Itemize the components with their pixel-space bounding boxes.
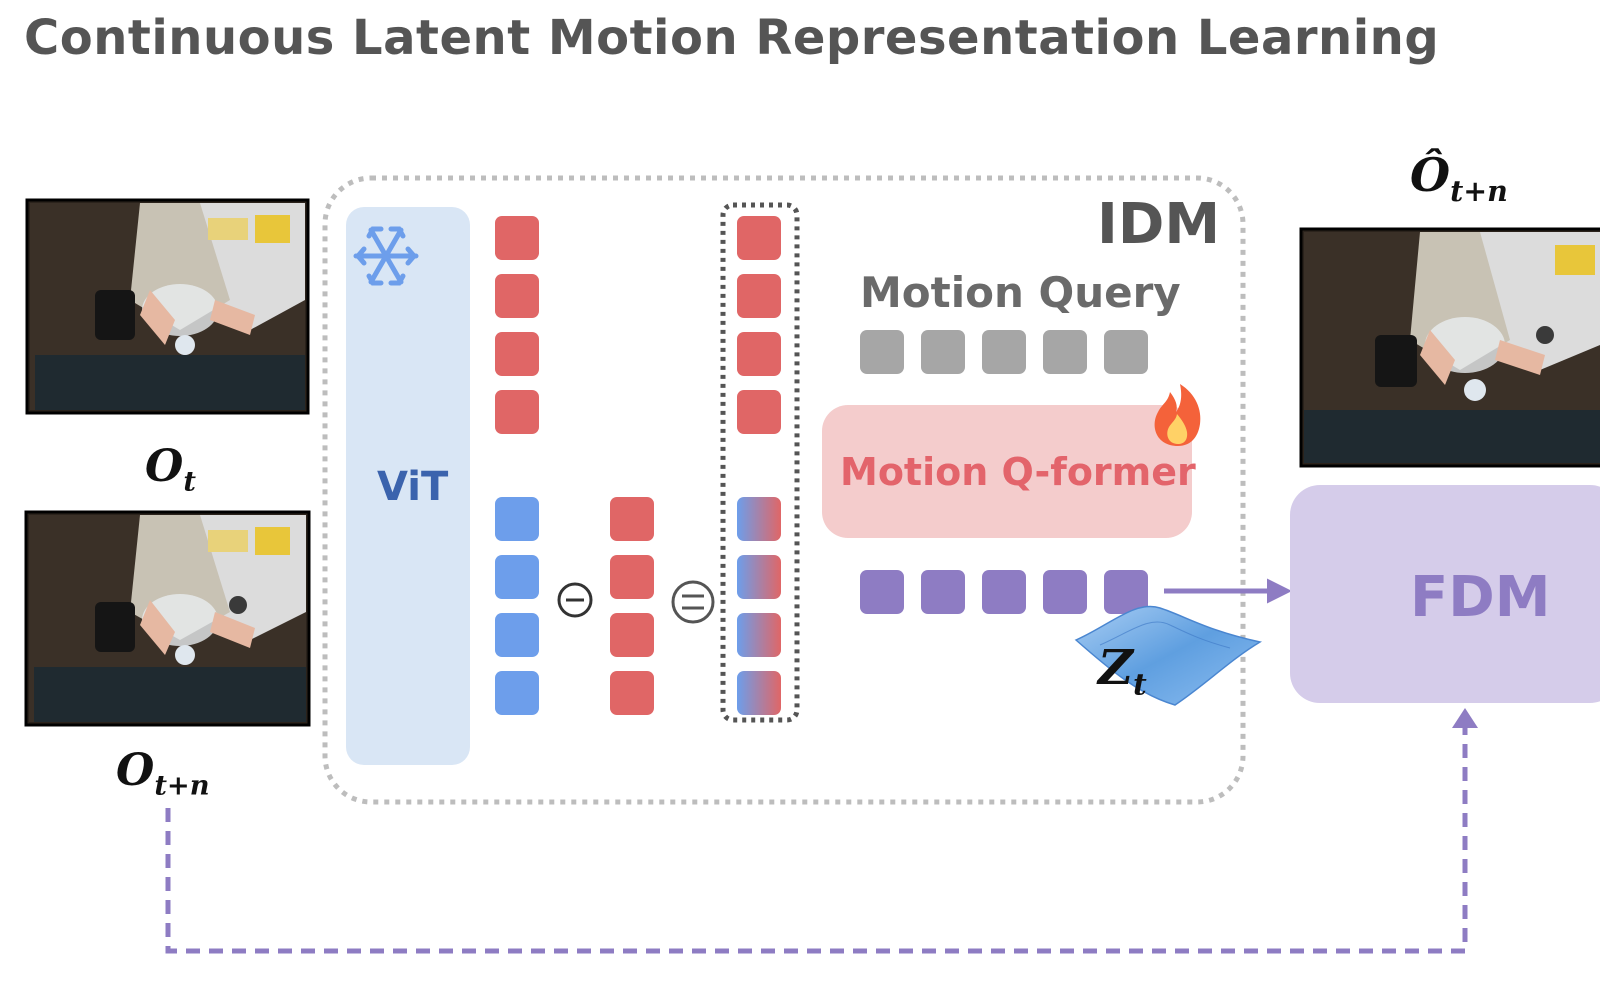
mixed-token [737, 555, 781, 599]
page-title: Continuous Latent Motion Representation … [24, 10, 1440, 66]
frame-current-subscript: t [183, 465, 196, 498]
query-token [982, 330, 1026, 374]
frame-predicted-label: Ôt+n [1410, 148, 1508, 208]
latent-token [982, 570, 1026, 614]
dashed-arrowhead [1452, 708, 1478, 728]
idm-container [322, 175, 1246, 805]
latent-token [921, 570, 965, 614]
red-token [737, 274, 781, 318]
red-token [495, 216, 539, 260]
blue-token [495, 613, 539, 657]
blue-token [495, 555, 539, 599]
red-token [737, 216, 781, 260]
fdm-block [1290, 485, 1600, 703]
concatenated-token-group [720, 202, 800, 723]
red-token [495, 332, 539, 376]
red-token [610, 613, 654, 657]
fdm-label: FDM [1410, 565, 1551, 630]
blue-token [495, 671, 539, 715]
blue-token [495, 497, 539, 541]
vit-block [346, 207, 470, 765]
latent-token [1043, 570, 1087, 614]
frame-current-symbol: O [145, 441, 184, 492]
red-token [610, 497, 654, 541]
mixed-token [737, 671, 781, 715]
vit-label: ViT [377, 464, 449, 510]
red-token [737, 390, 781, 434]
dashed-path-future-to-fdm [165, 728, 1468, 954]
latent-surface-icon [1074, 605, 1263, 706]
vit-output-tokens-current [495, 216, 539, 434]
frame-future-label: Ot+n [116, 745, 210, 802]
latent-symbol: Z [1098, 640, 1134, 696]
frame-predicted-symbol: Ô [1410, 148, 1451, 202]
query-token [1043, 330, 1087, 374]
motion-qformer-block [822, 405, 1192, 538]
concatenated-tokens [737, 216, 781, 715]
red-token [610, 671, 654, 715]
snowflake-icon [353, 226, 419, 286]
latent-motion-tokens [860, 570, 1148, 614]
latent-token [1104, 570, 1148, 614]
equals-operator [671, 580, 715, 624]
latent-subscript: t [1133, 667, 1147, 703]
frame-predicted-subscript: t+n [1450, 173, 1508, 208]
fire-icon [1154, 384, 1201, 446]
query-token [921, 330, 965, 374]
motion-qformer-label: Motion Q-former [840, 450, 1196, 494]
query-token [860, 330, 904, 374]
vit-output-tokens-subtracted [610, 497, 654, 715]
frame-current-label: Ot [145, 441, 196, 498]
mixed-token [737, 497, 781, 541]
mixed-token [737, 613, 781, 657]
red-token [737, 332, 781, 376]
frame-future-symbol: O [116, 745, 155, 796]
vit-output-tokens-future [495, 497, 539, 715]
query-token [1104, 330, 1148, 374]
motion-query-label: Motion Query [860, 268, 1181, 317]
red-token [610, 555, 654, 599]
frame-predicted [1299, 227, 1600, 468]
red-token [495, 390, 539, 434]
frame-future [24, 510, 311, 727]
latent-label: Zt [1098, 640, 1147, 702]
frame-future-subscript: t+n [154, 769, 210, 802]
latent-token [860, 570, 904, 614]
red-token [495, 274, 539, 318]
motion-query-tokens [860, 330, 1148, 374]
idm-label: IDM [1097, 192, 1221, 257]
minus-operator [557, 582, 593, 618]
frame-current [25, 198, 310, 415]
